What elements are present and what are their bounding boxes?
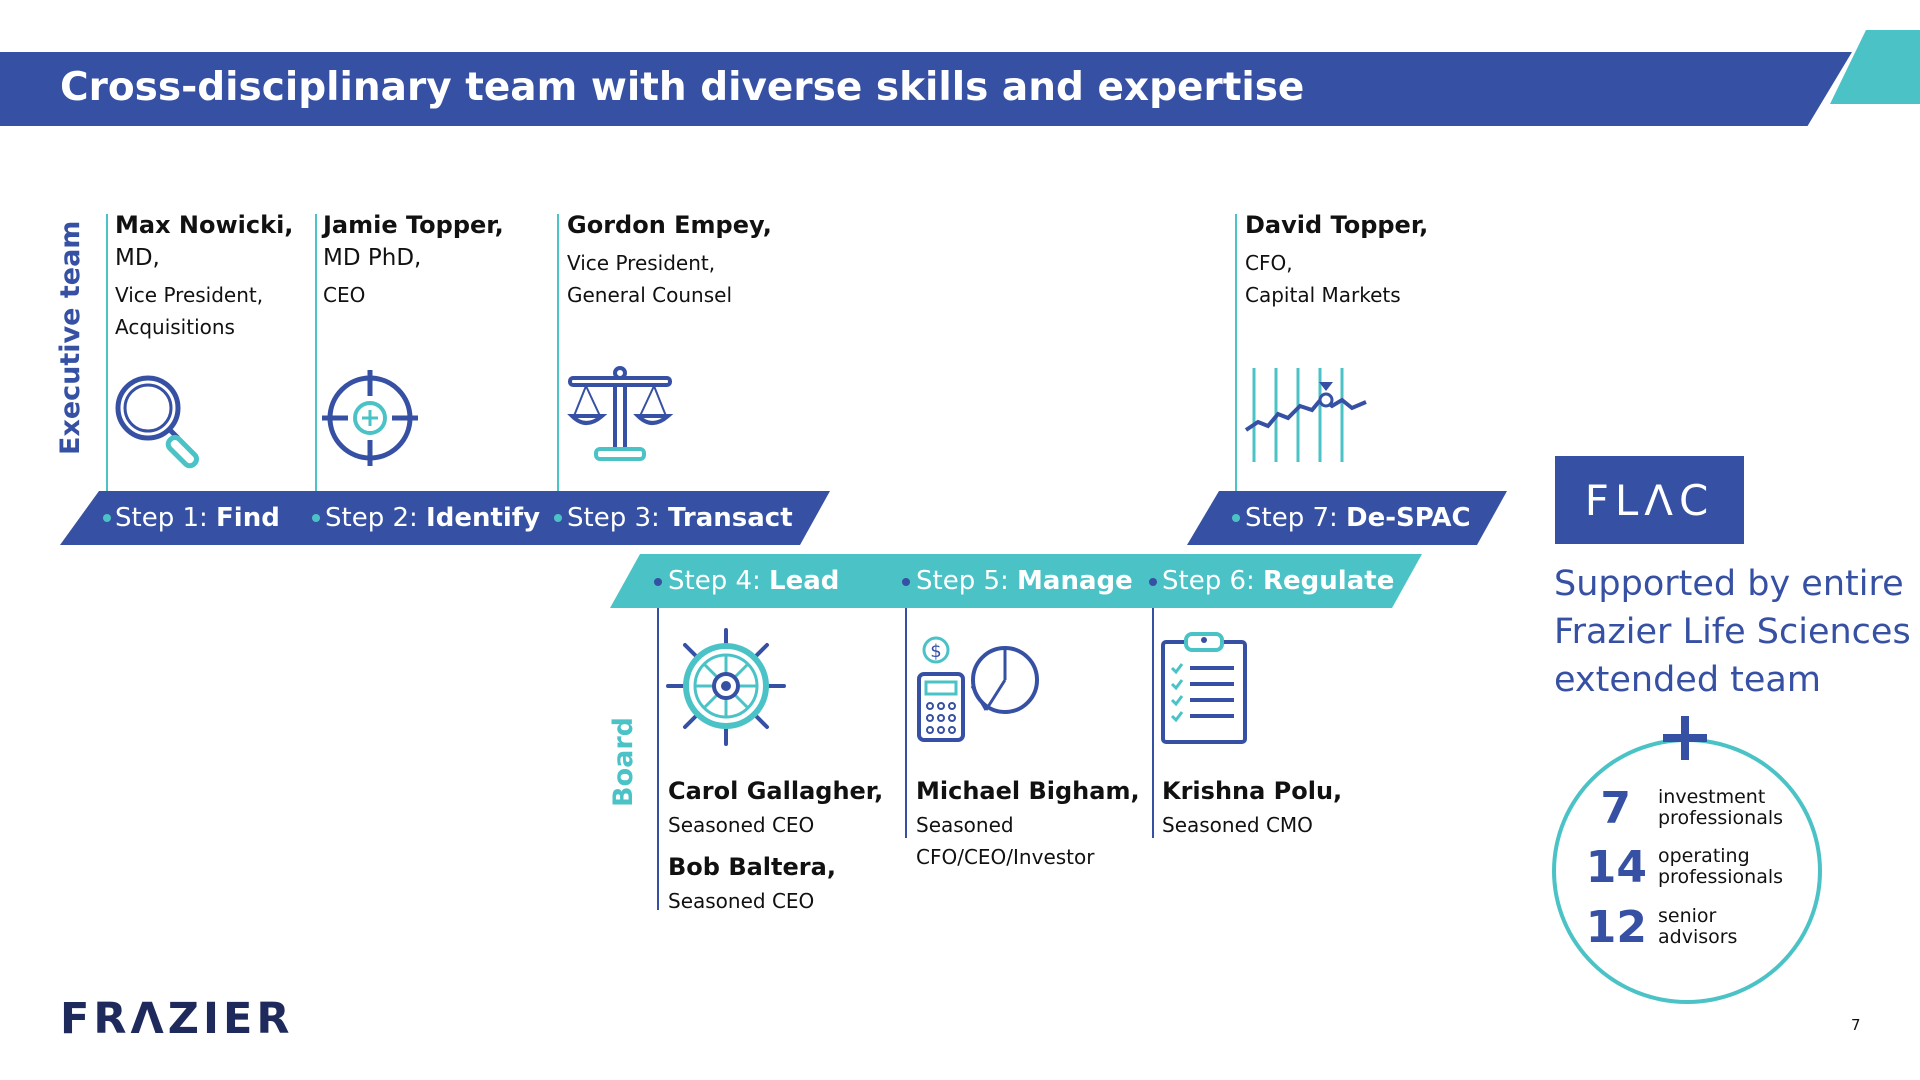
step-dot-4 — [654, 578, 662, 586]
step-4-label: Step 4: Lead — [668, 566, 840, 596]
step-dot-7 — [1232, 514, 1240, 522]
frazier-logo: FRΛZIER — [60, 994, 294, 1044]
step-2-label: Step 2: Identify — [325, 503, 541, 533]
step-dot-6 — [1149, 578, 1157, 586]
step-dot-2 — [312, 514, 320, 522]
plus-icon-vertical — [1681, 716, 1689, 760]
svg-text:$: $ — [930, 641, 941, 662]
scales-icon — [567, 366, 674, 461]
board-role-3a: Seasoned — [916, 813, 1014, 837]
magnifier-icon — [115, 375, 199, 469]
title-accent-shape — [1830, 30, 1920, 104]
stock-chart-icon — [1244, 368, 1367, 462]
exec-title-1a: MD, — [115, 245, 160, 271]
stat-operating-number: 14 — [1585, 842, 1647, 893]
exec-title-2a: MD PhD, — [323, 245, 422, 271]
exec-title-2b: CEO — [323, 283, 366, 307]
exec-title-3b: General Counsel — [567, 283, 733, 307]
board-name-4: Krishna Polu, — [1162, 777, 1343, 805]
calculator-pie-icon: $ — [917, 636, 1039, 742]
step-dot-3 — [554, 514, 562, 522]
supported-text: Supported by entire Frazier Life Science… — [1554, 564, 1911, 700]
board-name-2: Bob Baltera, — [668, 853, 836, 881]
board-line-6 — [1152, 580, 1154, 838]
step-dot-1 — [103, 514, 111, 522]
step-6-label: Step 6: Regulate — [1162, 566, 1395, 596]
exec-name-1: Max Nowicki, — [115, 211, 294, 239]
exec-name-2: Jamie Topper, — [323, 211, 504, 239]
board-steps-bar — [610, 554, 1422, 608]
board-line-4 — [657, 580, 659, 910]
exec-line-7 — [1235, 214, 1237, 518]
executive-steps-bar — [60, 491, 830, 545]
exec-title-4a: CFO, — [1245, 251, 1293, 275]
board-role-2: Seasoned CEO — [668, 889, 815, 913]
title-banner — [0, 52, 1852, 126]
stat-advisors-label-2: advisors — [1658, 926, 1738, 948]
exec-line-2 — [315, 214, 317, 518]
page-number: 7 — [1851, 1016, 1861, 1034]
stat-advisors-number: 12 — [1585, 902, 1647, 953]
board-role-4: Seasoned CMO — [1162, 813, 1313, 837]
stat-operating-label-1: operating — [1658, 845, 1750, 867]
stat-operating-label-2: professionals — [1658, 866, 1784, 888]
flac-logo: FLΛC — [1555, 456, 1744, 544]
stat-investment-label-2: professionals — [1658, 807, 1784, 829]
exec-name-3: Gordon Empey, — [567, 211, 772, 239]
board-name-1: Carol Gallagher, — [668, 777, 884, 805]
exec-title-1c: Acquisitions — [115, 315, 235, 339]
board-line-5 — [905, 580, 907, 838]
exec-title-4b: Capital Markets — [1245, 283, 1401, 307]
exec-line-1 — [106, 214, 108, 518]
exec-name-4: David Topper, — [1245, 211, 1429, 239]
exec-line-3 — [557, 214, 559, 518]
board-label: Board — [608, 717, 639, 807]
target-icon — [322, 370, 418, 466]
board-role-3b: CFO/CEO/Investor — [916, 845, 1095, 869]
page-title: Cross-disciplinary team with diverse ski… — [60, 65, 1305, 110]
board-name-3: Michael Bigham, — [916, 777, 1140, 805]
step-7-label: Step 7: De-SPAC — [1245, 503, 1471, 533]
stat-investment-number: 7 — [1600, 783, 1631, 834]
despac-step-bar — [1187, 491, 1507, 545]
step-1-label: Step 1: Find — [115, 503, 280, 533]
stat-advisors-label-1: senior — [1658, 905, 1717, 927]
step-dot-5 — [902, 578, 910, 586]
clipboard-checklist-icon — [1161, 632, 1247, 744]
executive-team-label: Executive team — [55, 220, 86, 455]
board-role-1: Seasoned CEO — [668, 813, 815, 837]
stat-investment-label-1: investment — [1658, 786, 1766, 808]
step-3-label: Step 3: Transact — [567, 503, 793, 533]
ship-wheel-icon — [666, 628, 786, 746]
exec-title-3a: Vice President, — [567, 251, 716, 275]
step-5-label: Step 5: Manage — [916, 566, 1133, 596]
exec-title-1b: Vice President, — [115, 283, 264, 307]
